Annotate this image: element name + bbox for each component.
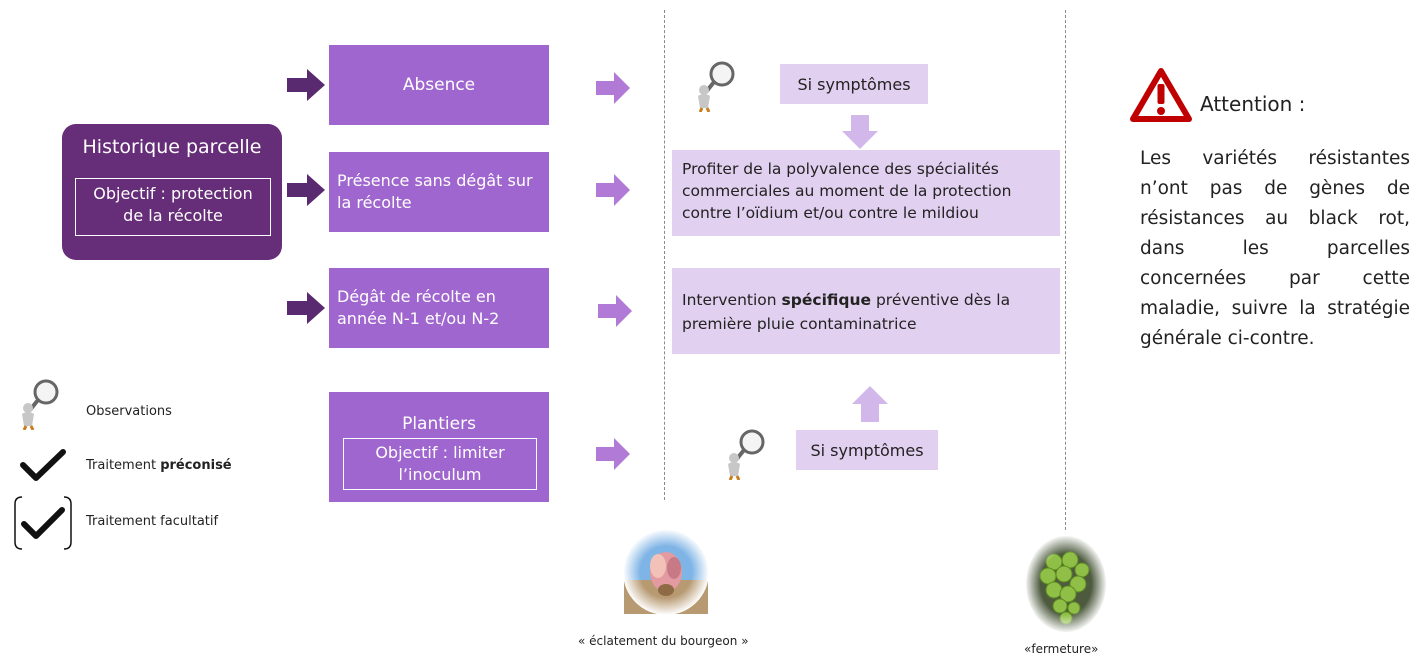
legend-preconise-prefix: Traitement xyxy=(86,458,161,473)
arrow-up xyxy=(852,386,888,422)
attention-text: Les variétés résistantes n’ont pas de gè… xyxy=(1140,148,1410,349)
legend-observations: Observations xyxy=(86,404,172,419)
legend-facultatif: Traitement facultatif xyxy=(86,514,219,529)
grape-cluster-image xyxy=(1025,535,1107,633)
history-objective: Objectif : protection de la récolte xyxy=(75,178,271,236)
arrow-absence-action xyxy=(596,72,630,104)
arrow-down xyxy=(842,115,878,149)
symptoms-bottom-label: Si symptômes xyxy=(810,440,924,460)
arrow-to-damage xyxy=(287,292,325,324)
stage-divider-bud xyxy=(664,10,665,500)
case-absence: Absence xyxy=(329,45,549,125)
plantiers-title: Plantiers xyxy=(402,414,476,434)
plantiers-objective: Objectif : limiter l’inoculum xyxy=(343,438,537,490)
magnifier-icon xyxy=(728,429,765,480)
arrow-to-presence xyxy=(287,174,325,206)
legend-preconise-bold: préconisé xyxy=(160,458,232,473)
case-damage-label: Dégât de récolte en année N-1 et/ou N-2 xyxy=(337,287,500,328)
check-icon xyxy=(20,449,66,481)
bud-burst-image xyxy=(623,529,709,615)
arrow-to-absence xyxy=(287,69,325,101)
intervention-suffix: préventive dès la première pluie contami… xyxy=(682,291,1011,333)
case-presence-label: Présence sans dégât sur la récolte xyxy=(337,171,533,212)
magnifier-icon xyxy=(698,61,735,112)
arrow-damage-action xyxy=(598,295,632,327)
attention-title: Attention : xyxy=(1200,92,1306,116)
arrow-plantiers-action xyxy=(596,438,630,470)
stage-divider-closure xyxy=(1065,10,1066,530)
legend-preconise: Traitement préconisé xyxy=(86,458,232,473)
intervention-box: Intervention spécifique préventive dès l… xyxy=(672,268,1060,354)
warning-icon xyxy=(1130,68,1192,122)
arrow-presence-action xyxy=(596,174,630,206)
intervention-bold: spécifique xyxy=(781,291,872,309)
optional-check-icon xyxy=(14,496,72,550)
history-title: Historique parcelle xyxy=(82,136,262,158)
symptoms-top-label: Si symptômes xyxy=(797,74,911,94)
symptoms-bottom: Si symptômes xyxy=(796,430,938,470)
history-box: Historique parcelle Objectif : protectio… xyxy=(62,124,282,260)
case-absence-label: Absence xyxy=(402,75,476,95)
stage-bud-label: « éclatement du bourgeon » xyxy=(578,634,749,648)
intervention-prefix: Intervention xyxy=(682,291,782,309)
case-damage: Dégât de récolte en année N-1 et/ou N-2 xyxy=(329,268,549,348)
symptoms-top: Si symptômes xyxy=(780,64,928,104)
stage-closure-label: «fermeture» xyxy=(1024,642,1099,656)
profit-box: Profiter de la polyvalence des spécialit… xyxy=(672,150,1060,236)
case-plantiers: Plantiers Objectif : limiter l’inoculum xyxy=(329,392,549,502)
magnifier-icon xyxy=(22,379,59,430)
profit-text: Profiter de la polyvalence des spécialit… xyxy=(682,160,1012,222)
case-presence: Présence sans dégât sur la récolte xyxy=(329,152,549,232)
